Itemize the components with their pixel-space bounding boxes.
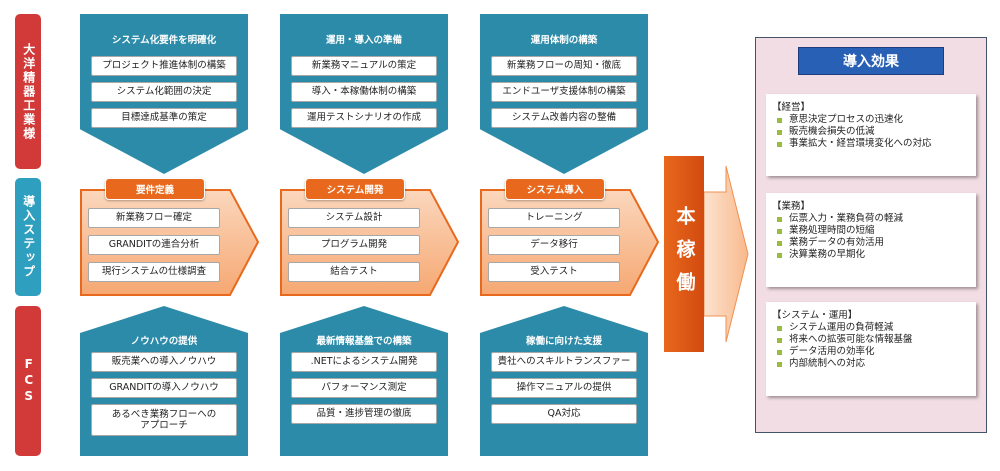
bottom-block-item: .NETによるシステム開発 bbox=[291, 352, 437, 372]
step-item: データ移行 bbox=[488, 235, 620, 255]
top-block-title: システム化要件を明確化 bbox=[111, 35, 217, 46]
top-block-item: システム化範囲の決定 bbox=[91, 82, 237, 102]
step-arrow-3: システム導入 トレーニング データ移行 受入テスト bbox=[480, 178, 660, 298]
bottom-block-2: 最新情報基盤での構築 .NETによるシステム開発 パフォーマンス測定 品質・進捗… bbox=[280, 306, 448, 456]
effect-item: 伝票入力・業務負荷の軽減 bbox=[772, 213, 970, 225]
top-block-3: 運用体制の構築 新業務フローの周知・徹底 エンドユーザ支援体制の構築 システム改… bbox=[480, 14, 648, 174]
step-item: GRANDITの連合分析 bbox=[88, 235, 220, 255]
effect-card-management: 【経営】 意思決定プロセスの迅速化 販売機会損失の低減 事業拡大・経営環境変化へ… bbox=[766, 94, 976, 176]
go-live-arrow bbox=[664, 156, 749, 352]
effect-item: 決算業務の早期化 bbox=[772, 249, 970, 261]
step-title: システム開発 bbox=[305, 178, 405, 200]
step-item: プログラム開発 bbox=[288, 235, 420, 255]
step-title: システム導入 bbox=[505, 178, 605, 200]
top-block-item: エンドユーザ支援体制の構築 bbox=[491, 82, 637, 102]
step-item: 新業務フロー確定 bbox=[88, 208, 220, 228]
effect-item: 業務データの有効活用 bbox=[772, 237, 970, 249]
bottom-block-3: 稼働に向けた支援 貴社へのスキルトランスファー 操作マニュアルの提供 QA対応 bbox=[480, 306, 648, 456]
bottom-block-item: 品質・進捗管理の徹底 bbox=[291, 404, 437, 424]
bottom-block-item: パフォーマンス測定 bbox=[291, 378, 437, 398]
top-block-title: 運用体制の構築 bbox=[530, 35, 598, 46]
effect-item: 意思決定プロセスの迅速化 bbox=[772, 114, 970, 126]
step-item: システム設計 bbox=[288, 208, 420, 228]
effect-card-head: 【システム・運用】 bbox=[772, 310, 858, 321]
bottom-block-item: QA対応 bbox=[491, 404, 637, 424]
top-block-2: 運用・導入の準備 新業務マニュアルの策定 導入・本稼働体制の構築 運用テストシナ… bbox=[280, 14, 448, 174]
top-block-item: 導入・本稼働体制の構築 bbox=[291, 82, 437, 102]
top-block-1: システム化要件を明確化 プロジェクト推進体制の構築 システム化範囲の決定 目標達… bbox=[80, 14, 248, 174]
top-block-item: 新業務マニュアルの策定 bbox=[291, 56, 437, 76]
effect-card-operations: 【業務】 伝票入力・業務負荷の軽減 業務処理時間の短縮 業務データの有効活用 決… bbox=[766, 193, 976, 287]
top-block-item: 目標達成基準の策定 bbox=[91, 108, 237, 128]
effects-panel: 導入効果 【経営】 意思決定プロセスの迅速化 販売機会損失の低減 事業拡大・経営… bbox=[755, 37, 987, 433]
bottom-block-title: ノウハウの提供 bbox=[130, 336, 198, 347]
bottom-block-item: 操作マニュアルの提供 bbox=[491, 378, 637, 398]
effects-title: 導入効果 bbox=[798, 47, 944, 75]
bottom-block-item: GRANDITの導入ノウハウ bbox=[91, 378, 237, 398]
effect-item: 事業拡大・経営環境変化への対応 bbox=[772, 138, 970, 150]
top-block-item: 新業務フローの周知・徹底 bbox=[491, 56, 637, 76]
step-arrow-1: 要件定義 新業務フロー確定 GRANDITの連合分析 現行システムの仕様調査 bbox=[80, 178, 260, 298]
bottom-block-title: 稼働に向けた支援 bbox=[525, 336, 602, 347]
step-item: トレーニング bbox=[488, 208, 620, 228]
effect-item: 販売機会損失の低減 bbox=[772, 126, 970, 138]
step-item: 現行システムの仕様調査 bbox=[88, 262, 220, 282]
row-label-steps: 導入ステップ bbox=[15, 178, 41, 296]
effect-item: 将来への拡張可能な情報基盤 bbox=[772, 334, 970, 346]
row-label-fcs: FCS bbox=[15, 306, 41, 456]
effect-item: 業務処理時間の短縮 bbox=[772, 225, 970, 237]
bottom-block-item: 貴社へのスキルトランスファー bbox=[491, 352, 637, 372]
bottom-block-1: ノウハウの提供 販売業への導入ノウハウ GRANDITの導入ノウハウ あるべき業… bbox=[80, 306, 248, 456]
top-block-title: 運用・導入の準備 bbox=[325, 35, 402, 46]
step-item: 受入テスト bbox=[488, 262, 620, 282]
step-arrow-2: システム開発 システム設計 プログラム開発 結合テスト bbox=[280, 178, 460, 298]
effect-item: 内部統制への対応 bbox=[772, 358, 970, 370]
bottom-block-item: 販売業への導入ノウハウ bbox=[91, 352, 237, 372]
row-label-company: 大洋精器工業様 bbox=[15, 14, 41, 169]
effect-item: データ活用の効率化 bbox=[772, 346, 970, 358]
step-title: 要件定義 bbox=[105, 178, 205, 200]
effect-card-head: 【経営】 bbox=[772, 102, 811, 113]
step-item: 結合テスト bbox=[288, 262, 420, 282]
effect-item: システム運用の負荷軽減 bbox=[772, 322, 970, 334]
go-live-label: 本稼働 bbox=[673, 205, 696, 305]
bottom-block-title: 最新情報基盤での構築 bbox=[316, 336, 412, 347]
bottom-block-item: あるべき業務フローへの アプローチ bbox=[91, 404, 237, 436]
top-block-item: システム改善内容の整備 bbox=[491, 108, 637, 128]
effect-card-system: 【システム・運用】 システム運用の負荷軽減 将来への拡張可能な情報基盤 データ活… bbox=[766, 302, 976, 396]
top-block-item: 運用テストシナリオの作成 bbox=[291, 108, 437, 128]
top-block-item: プロジェクト推進体制の構築 bbox=[91, 56, 237, 76]
effect-card-head: 【業務】 bbox=[772, 201, 811, 212]
